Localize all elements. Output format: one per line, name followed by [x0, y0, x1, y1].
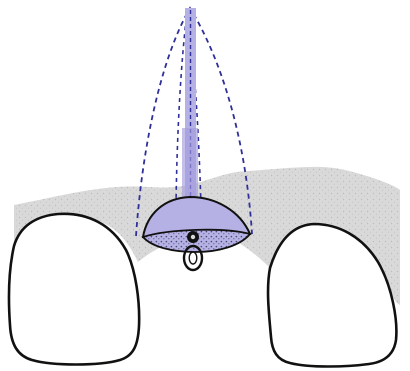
attachment-center-core: [191, 235, 195, 239]
loop-inner: [189, 252, 197, 264]
left-tooth: [9, 214, 139, 365]
shaft-inner-tube: [182, 128, 198, 200]
